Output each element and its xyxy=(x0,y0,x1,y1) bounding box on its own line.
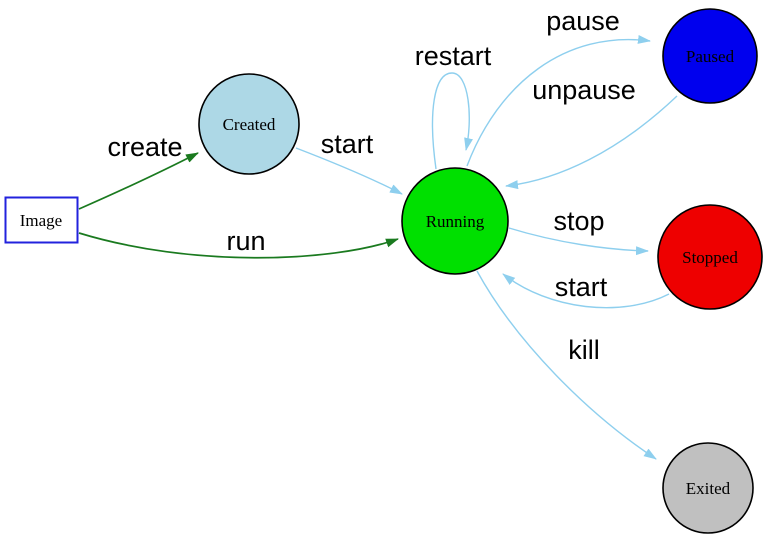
node-created: Created xyxy=(198,73,300,175)
edge-create-arrow xyxy=(78,152,199,210)
edge-run-arrow xyxy=(78,232,399,259)
edge-pause-label: pause xyxy=(546,6,620,36)
edge-start-label: start xyxy=(321,129,374,159)
node-image-shape xyxy=(4,196,79,244)
node-stopped: Stopped xyxy=(657,204,763,310)
node-image-label: Image xyxy=(20,211,62,230)
node-running-label: Running xyxy=(426,212,485,231)
edge-pause-arrow xyxy=(466,35,651,167)
node-stopped-shape xyxy=(657,204,763,310)
node-running: Running xyxy=(401,167,509,275)
edge-kill-label: kill xyxy=(568,335,600,365)
edge-kill-arrow xyxy=(476,270,657,460)
node-created-shape xyxy=(198,73,300,175)
edge-start-arrow xyxy=(295,147,403,195)
edge-unpause-arrow xyxy=(505,95,678,190)
node-exited-shape xyxy=(662,442,754,534)
node-paused-shape xyxy=(662,8,758,104)
edge-stop-arrow xyxy=(508,227,649,256)
edge-restart-label: restart xyxy=(415,41,492,71)
edge-restart-arrow xyxy=(431,72,473,170)
edge-stop-label: stop xyxy=(553,206,604,236)
node-exited: Exited xyxy=(662,442,754,534)
edge-create-label: create xyxy=(107,132,182,162)
edge-start2-arrow xyxy=(502,273,670,309)
node-exited-label: Exited xyxy=(686,479,731,498)
edge-unpause-label: unpause xyxy=(532,75,636,105)
edge-run-label: run xyxy=(226,226,265,256)
node-paused: Paused xyxy=(662,8,758,104)
edge-start2-label: start xyxy=(555,272,608,302)
node-paused-label: Paused xyxy=(686,47,735,66)
node-image: Image xyxy=(4,196,79,244)
node-created-label: Created xyxy=(223,115,276,134)
node-running-shape xyxy=(401,167,509,275)
edges-layer: create run start restart pause unpause s… xyxy=(78,6,678,460)
node-stopped-label: Stopped xyxy=(682,248,738,267)
nodes-layer: Image Created Running Paused Stopped Exi xyxy=(4,8,763,534)
